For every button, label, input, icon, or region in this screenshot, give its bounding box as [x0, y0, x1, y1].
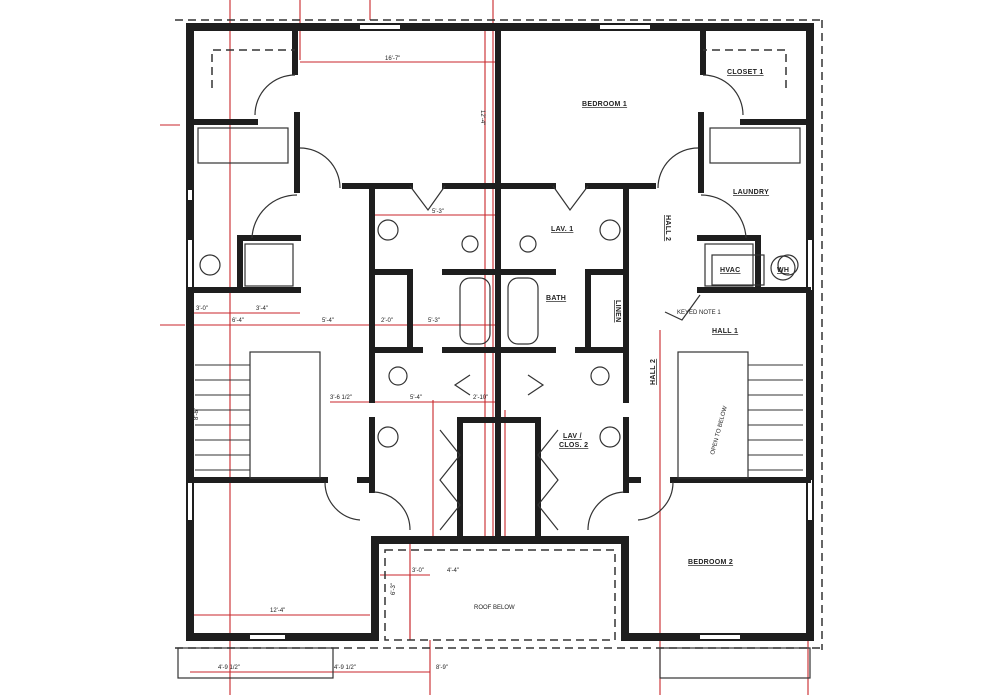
- dim-bottom-a: 4'-9 1/2": [218, 665, 240, 671]
- windows: [188, 25, 812, 639]
- label-bedroom-2: BEDROOM 2: [688, 559, 733, 566]
- label-lav-clos-2: LAV /: [563, 433, 582, 440]
- roof-outline: [175, 19, 825, 679]
- label-laundry: LAUNDRY: [733, 189, 769, 196]
- label-open-to-below: OPEN TO BELOW: [710, 405, 729, 455]
- dim-stair: 3'-6 1/2": [330, 395, 352, 401]
- dim-bottom-c: 8'-9": [436, 665, 448, 671]
- room-labels: BEDROOM 1 CLOSET 1 LAUNDRY LAV. 1 BATH L…: [474, 69, 789, 611]
- dim-top-width: 16'-7": [385, 56, 400, 62]
- label-lav-clos-2-line2: CLOS. 2: [559, 442, 588, 449]
- dim-linen-span: 2'-0": [381, 318, 393, 324]
- dim-roof-a: 3'-0": [412, 568, 424, 574]
- dim-small-span: 2'-10": [473, 395, 488, 401]
- label-hall-2-lower: HALL 2: [650, 359, 657, 385]
- dim-top-height: 12'-4": [479, 110, 485, 125]
- label-hall-2-upper: HALL 2: [664, 215, 671, 241]
- dim-closet-left: 3'-0": [196, 306, 208, 312]
- dim-stair-len: 8'-8": [194, 408, 200, 420]
- dim-bed2-width: 12'-4": [270, 608, 285, 614]
- dim-left-span: 6'-4": [232, 318, 244, 324]
- dim-roof-b: 4'-4": [447, 568, 459, 574]
- label-hall-1: HALL 1: [712, 328, 738, 335]
- label-bedroom-1: BEDROOM 1: [582, 101, 627, 108]
- dim-roof-height: 6'-3": [391, 583, 397, 595]
- dim-closet-mid: 3'-4": [256, 306, 268, 312]
- label-wh: WH: [777, 267, 789, 274]
- dim-bath-width: 5'-3": [432, 209, 444, 215]
- label-hvac: HVAC: [720, 267, 741, 274]
- dimension-labels: 16'-7" 12'-4" 5'-3" 3'-0" 3'-4" 6'-4" 5'…: [194, 56, 488, 671]
- label-bath: BATH: [546, 295, 566, 302]
- dim-bottom-b: 4'-9 1/2": [334, 665, 356, 671]
- dim-tub-span: 5'-3": [428, 318, 440, 324]
- keyed-note: KEYED NOTE 1: [677, 310, 721, 316]
- label-closet-1: CLOSET 1: [727, 69, 764, 76]
- interior-walls-left: [187, 27, 501, 543]
- dim-lav2-span: 5'-4": [410, 395, 422, 401]
- label-linen: LINEN: [614, 300, 621, 323]
- label-roof-below: ROOF BELOW: [474, 605, 515, 611]
- label-lav-1: LAV. 1: [551, 226, 573, 233]
- dim-hall-span: 5'-4": [322, 318, 334, 324]
